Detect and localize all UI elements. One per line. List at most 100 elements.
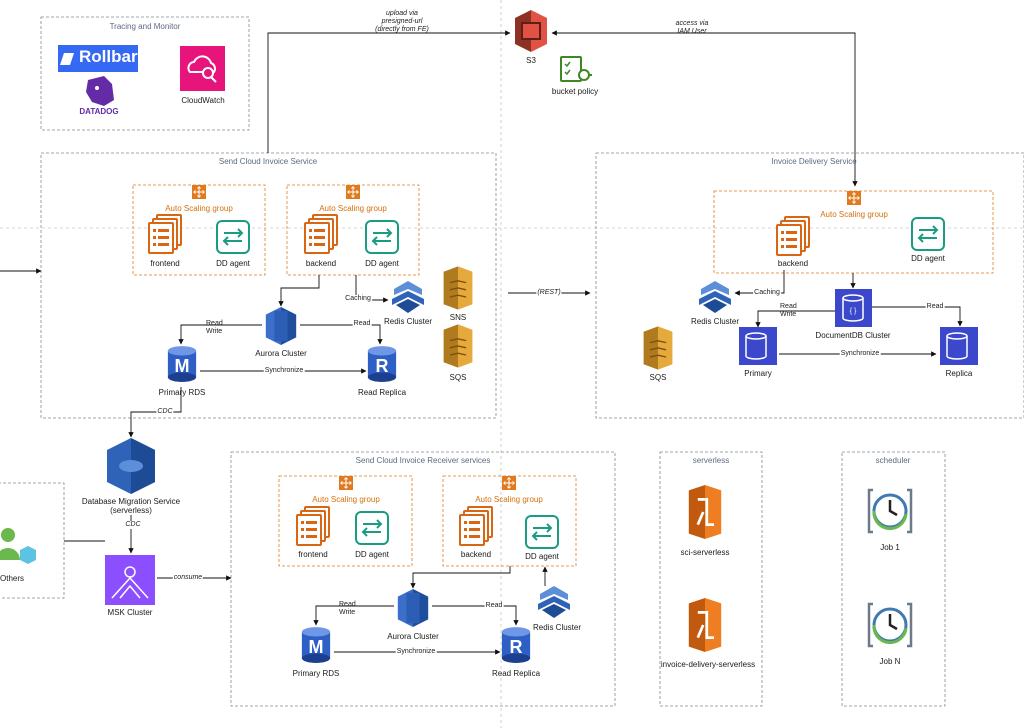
edge-label-read-write: Read Write: [339, 601, 356, 616]
dms-sublabel: (serverless): [110, 506, 152, 515]
edge-access-iam: [551, 30, 858, 187]
edge-label-consume: consume: [172, 574, 204, 582]
svg-text:{ }: { }: [850, 308, 857, 315]
sqs-icon: [442, 324, 474, 368]
group-title-invoice-delivery: Invoice Delivery Service: [771, 157, 857, 166]
auto-scaling-icon: [346, 185, 360, 199]
dd-agent-icon: [355, 511, 389, 545]
redis-cluster-icon: [392, 281, 424, 313]
sns-label: SNS: [449, 313, 467, 322]
svg-text:R: R: [376, 356, 389, 376]
asg-title: Auto Scaling group: [319, 204, 387, 213]
edge-label-read: Read: [484, 602, 504, 610]
serverless-group-box: [659, 451, 763, 707]
msk-cluster-icon: [105, 555, 155, 605]
edge-backend-aurora: [278, 275, 320, 307]
delivery-serverless-label: invoice-delivery-serverless: [660, 660, 756, 669]
aurora-cluster-label: Aurora Cluster: [387, 632, 439, 641]
primary-rds-label: Primary RDS: [158, 388, 206, 397]
others-label: Others: [0, 574, 25, 583]
auto-scaling-icon: [339, 476, 353, 490]
svg-text:R: R: [510, 637, 523, 657]
rollbar-logo: [58, 45, 138, 72]
edge-doc-primary: [755, 310, 835, 328]
dms-label: Database Migration Service: [81, 497, 181, 506]
edge-receiver-read: [432, 605, 519, 626]
edge-label-read-write: Read Write: [780, 303, 797, 318]
primary-rds-label: Primary RDS: [292, 669, 340, 678]
cloudwatch-icon: [180, 46, 225, 91]
frontend-instances-icon: [148, 214, 182, 254]
edge-read-replica: [300, 324, 383, 345]
redis-cluster-icon: [699, 281, 731, 313]
sqs-icon: [642, 326, 674, 370]
aurora-cluster-icon: [265, 307, 297, 345]
edge-label-cdc: CDC: [156, 408, 174, 416]
svg-text:M: M: [309, 637, 324, 657]
edge-read-write-rds: [178, 324, 262, 345]
redis-cluster-icon: [538, 586, 570, 618]
redis-cluster-label: Redis Cluster: [532, 623, 582, 632]
edge-label-synchronize: Synchronize: [839, 350, 881, 358]
backend-label: backend: [460, 550, 492, 559]
send-cloud-group-box: [40, 152, 497, 419]
redis-cluster-label: Redis Cluster: [383, 317, 433, 326]
others-users-icon: [0, 528, 36, 564]
receiver-group-box: [230, 451, 616, 707]
read-replica-label: Read Replica: [491, 669, 541, 678]
bucket-policy-icon: [560, 56, 592, 82]
backend-instances-icon: [776, 216, 810, 256]
edge-upload-presigned: [267, 30, 511, 153]
frontend-instances-icon: [296, 506, 330, 546]
asg-title: Auto Scaling group: [312, 495, 380, 504]
rollbar-logo-text: Rollbar: [79, 47, 138, 66]
read-replica-icon: R: [367, 346, 397, 382]
edge-label-rest: (REST): [536, 289, 562, 297]
edge-label-synchronize: Synchronize: [395, 648, 437, 656]
edge-doc-replica: [872, 306, 963, 327]
job-n-label: Job N: [879, 657, 901, 666]
edge-label-read: Read: [352, 320, 372, 328]
edge-label-synchronize: Synchronize: [263, 367, 305, 375]
s3-bucket-icon: [515, 10, 547, 52]
dd-agent-icon: [216, 220, 250, 254]
dd-agent-icon: [525, 515, 559, 549]
sci-serverless-label: sci-serverless: [680, 548, 730, 557]
auto-scaling-icon: [192, 185, 206, 199]
invoice-delivery-group-box: [595, 152, 1024, 419]
backend-instances-icon: [304, 214, 338, 254]
edge-delivery-caching: [734, 270, 785, 296]
edge-label-read: Read: [925, 303, 945, 311]
sqs-label: SQS: [449, 373, 467, 382]
edge-label-caching: Caching: [753, 289, 781, 297]
primary-rds-icon: M: [167, 346, 197, 382]
aurora-cluster-icon: [397, 589, 429, 627]
asg-title: Auto Scaling group: [165, 204, 233, 213]
group-title-serverless: serverless: [692, 456, 730, 465]
read-replica-icon: R: [501, 627, 531, 663]
scheduler-group-box: [841, 451, 946, 707]
asg-title: Auto Scaling group: [475, 495, 543, 504]
primary-rds-icon: M: [301, 627, 331, 663]
bucket-policy-label: bucket policy: [551, 87, 599, 96]
auto-scaling-icon: [847, 191, 861, 205]
msk-cluster-label: MSK Cluster: [107, 608, 153, 617]
scheduled-job-clock-icon: [867, 488, 913, 534]
edge-label-cdc: CDC: [124, 521, 142, 529]
dd-agent-icon: [911, 217, 945, 251]
edge-label-read-write: Read Write: [206, 320, 223, 335]
dd-agent-label: DD agent: [355, 550, 389, 559]
edge-receiver-backend-aurora: [410, 566, 511, 589]
edge-label-upload: upload via presigned-url (directly from …: [375, 10, 429, 33]
lambda-icon: [687, 597, 723, 653]
others-group-box: [0, 482, 65, 599]
scheduled-job-clock-icon: [867, 602, 913, 648]
datadog-logo: [86, 76, 114, 106]
backend-instances-icon: [459, 506, 493, 546]
dd-agent-label: DD agent: [216, 259, 250, 268]
aurora-cluster-label: Aurora Cluster: [255, 349, 307, 358]
backend-label: backend: [777, 259, 809, 268]
lambda-icon: [687, 484, 723, 540]
dd-agent-icon: [365, 220, 399, 254]
